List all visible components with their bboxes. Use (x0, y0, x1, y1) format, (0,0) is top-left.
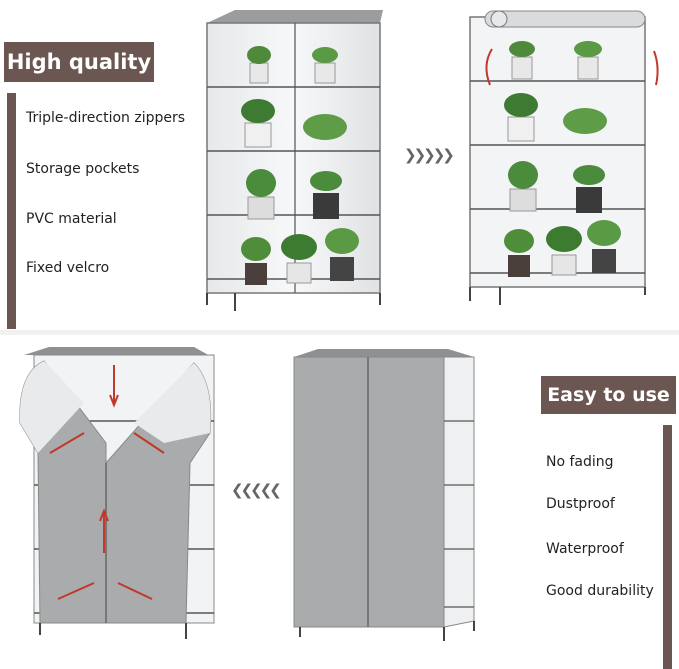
grey-cover-closed (293, 349, 475, 641)
feature-waterproof: Waterproof (546, 541, 624, 557)
plant-icon (241, 46, 359, 285)
greenhouse-clear-closed (206, 10, 383, 311)
plant-icon (504, 41, 621, 277)
high-quality-badge: High quality (4, 42, 154, 82)
feature-dustproof: Dustproof (546, 496, 615, 512)
feature-velcro: Fixed velcro (26, 260, 110, 276)
section-divider (0, 330, 679, 335)
feature-pvc: PVC material (26, 211, 117, 227)
features-accent-bar-bottom (663, 425, 672, 669)
feature-zippers: Triple-direction zippers (26, 110, 186, 126)
feature-no-fading: No fading (546, 454, 614, 470)
feature-durability: Good durability (546, 583, 654, 599)
grey-cover-opening (19, 347, 215, 639)
easy-to-use-badge: Easy to use (541, 376, 676, 414)
greenhouse-clear-rolled-up (469, 10, 659, 305)
feature-pockets: Storage pockets (26, 161, 140, 177)
chevron-right-icon: ❯❯❯❯❯ (404, 146, 455, 164)
features-accent-bar-top (7, 93, 16, 329)
chevron-left-icon: ❮❮❮❮❮ (231, 481, 282, 499)
